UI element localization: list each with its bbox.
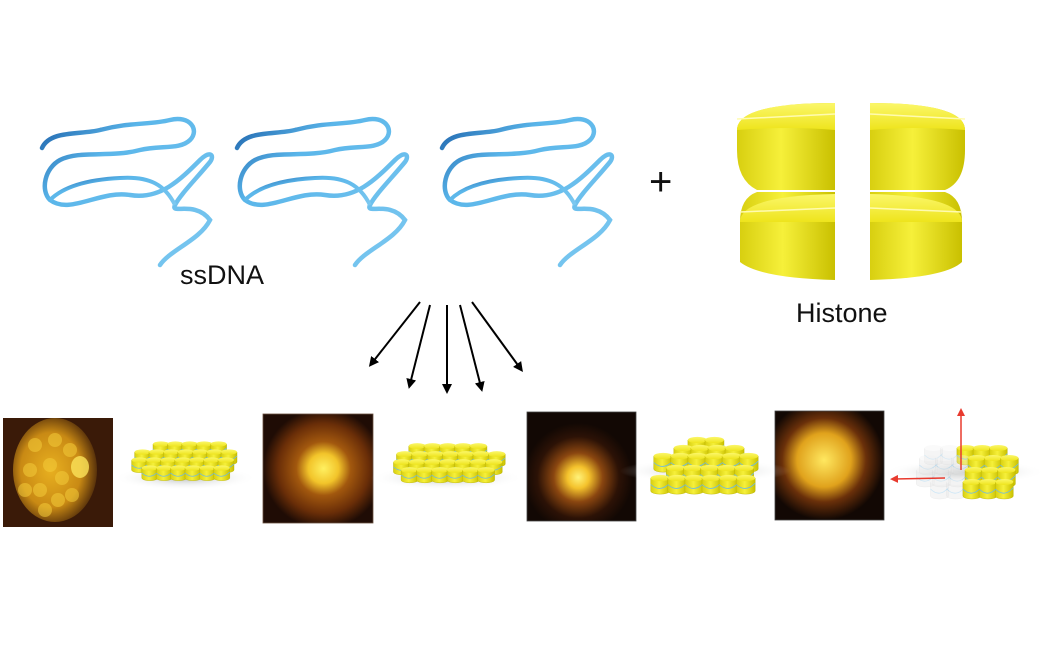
- histone-cylinder: [735, 474, 756, 495]
- arrow-2: [406, 304, 431, 389]
- histone-cylinder: [170, 465, 187, 481]
- nucleosome-model-4: [884, 445, 1046, 500]
- histone-cylinder: [155, 465, 173, 481]
- histone-cylinder: [930, 479, 949, 500]
- histone-quarter-top-right: [869, 103, 966, 190]
- arrow-1: [368, 301, 421, 367]
- histone-cylinder: [416, 467, 434, 484]
- histone-cylinder: [718, 474, 739, 495]
- histone-cylinder: [924, 445, 943, 466]
- plus-sign: +: [649, 160, 673, 204]
- ssdna-ribbon-2: [234, 116, 410, 268]
- histone-cylinder: [919, 455, 938, 476]
- histone-cylinder: [684, 474, 705, 495]
- histone-cylinder: [400, 467, 419, 484]
- histone-quarter-top-left: [736, 103, 836, 190]
- afm-image-1: [3, 418, 113, 527]
- histone-cylinder: [462, 467, 480, 484]
- histone-cylinder: [995, 479, 1014, 500]
- histone-cylinder: [431, 467, 449, 484]
- nucleosome-model-2: [370, 443, 524, 490]
- histone-cylinder: [940, 445, 960, 466]
- histone-cylinder: [650, 474, 670, 495]
- histone-cylinder: [184, 465, 202, 481]
- ssdna-ribbon-1: [39, 116, 215, 268]
- ssdna-ribbon-3: [439, 116, 615, 268]
- axis-arrow-left: [890, 474, 946, 483]
- ssdna-label: ssDNA: [180, 260, 265, 290]
- histone-cylinder: [213, 465, 231, 481]
- afm-image-3: [526, 411, 637, 522]
- histone-cylinder: [946, 479, 966, 500]
- assembly-arrows: [368, 301, 523, 394]
- arrow-4: [459, 304, 485, 392]
- nucleosome-model-3: [619, 436, 791, 495]
- nucleosome-model-1: [113, 441, 257, 490]
- ssdna-ribbons: [39, 116, 615, 268]
- histone-cylinder: [141, 465, 159, 481]
- histone-cylinder: [935, 455, 954, 476]
- histone-label: Histone: [796, 298, 888, 328]
- arrow-5: [471, 301, 523, 373]
- histone-cylinder: [477, 467, 495, 484]
- histone-quarter-bottom-right: [869, 192, 963, 280]
- afm-image-2: [262, 413, 374, 524]
- histone-cylinder: [667, 474, 688, 495]
- histone-quarter-bottom-left: [739, 192, 836, 280]
- histone-cylinder: [962, 479, 982, 500]
- histone-cylinder: [446, 467, 465, 484]
- axis-arrows: [890, 408, 965, 483]
- histone-octamer: [736, 103, 966, 280]
- histone-cylinder: [978, 479, 998, 500]
- histone-cylinder: [701, 474, 722, 495]
- histone-cylinder: [199, 465, 216, 481]
- afm-image-4: [774, 410, 885, 521]
